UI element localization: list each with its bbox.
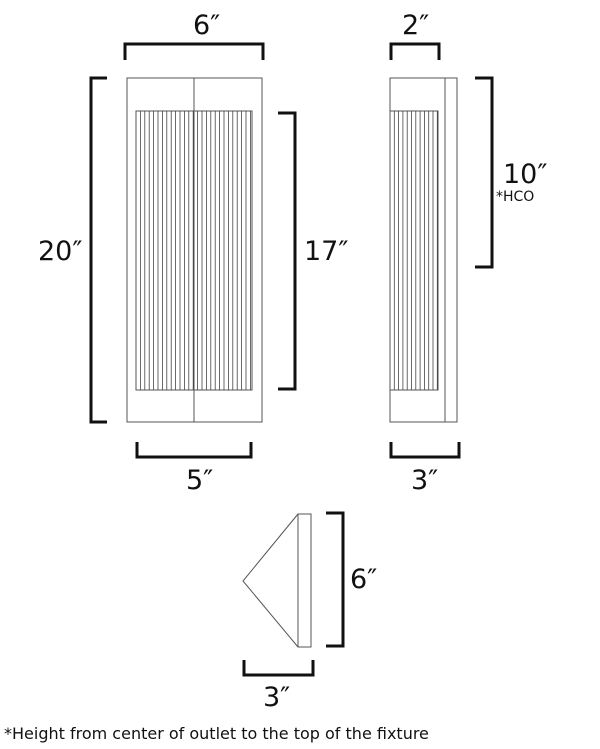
- footnote: *Height from center of outlet to the top…: [4, 724, 429, 743]
- label-hco: *HCO: [496, 189, 534, 205]
- label-front-height: 20″: [38, 236, 82, 267]
- label-diffuser-height: 17″: [304, 236, 348, 267]
- label-side-top: 2″: [402, 10, 429, 41]
- bracket-hco: [475, 76, 494, 269]
- side-grille-frame: [389, 110, 439, 391]
- front-grille-lines: [139, 111, 251, 390]
- bracket-diffuser-height: [278, 111, 297, 391]
- bracket-front-width: [123, 42, 265, 60]
- bracket-front-height: [89, 76, 107, 424]
- bracket-backplate-width: [135, 442, 253, 459]
- bracket-top-view-depth: [242, 660, 315, 677]
- bracket-top-view-width: [326, 511, 345, 648]
- label-top-view-width: 6″: [350, 564, 377, 595]
- label-hco-height: 10″: [503, 159, 547, 190]
- top-view-triangle: [242, 513, 299, 648]
- bracket-side-top: [389, 42, 441, 60]
- label-top-view-depth: 3″: [263, 682, 290, 713]
- label-backplate-width: 5″: [186, 465, 213, 496]
- top-view: [242, 513, 312, 648]
- side-housing: [389, 77, 458, 423]
- label-front-width: 6″: [193, 10, 220, 41]
- bracket-side-bottom: [389, 442, 461, 459]
- side-view: [389, 77, 458, 423]
- label-side-bottom: 3″: [411, 465, 438, 496]
- front-grille-frame: [135, 110, 253, 391]
- side-grille-lines: [393, 111, 438, 390]
- front-view: [126, 77, 263, 423]
- top-view-backplate: [297, 513, 312, 648]
